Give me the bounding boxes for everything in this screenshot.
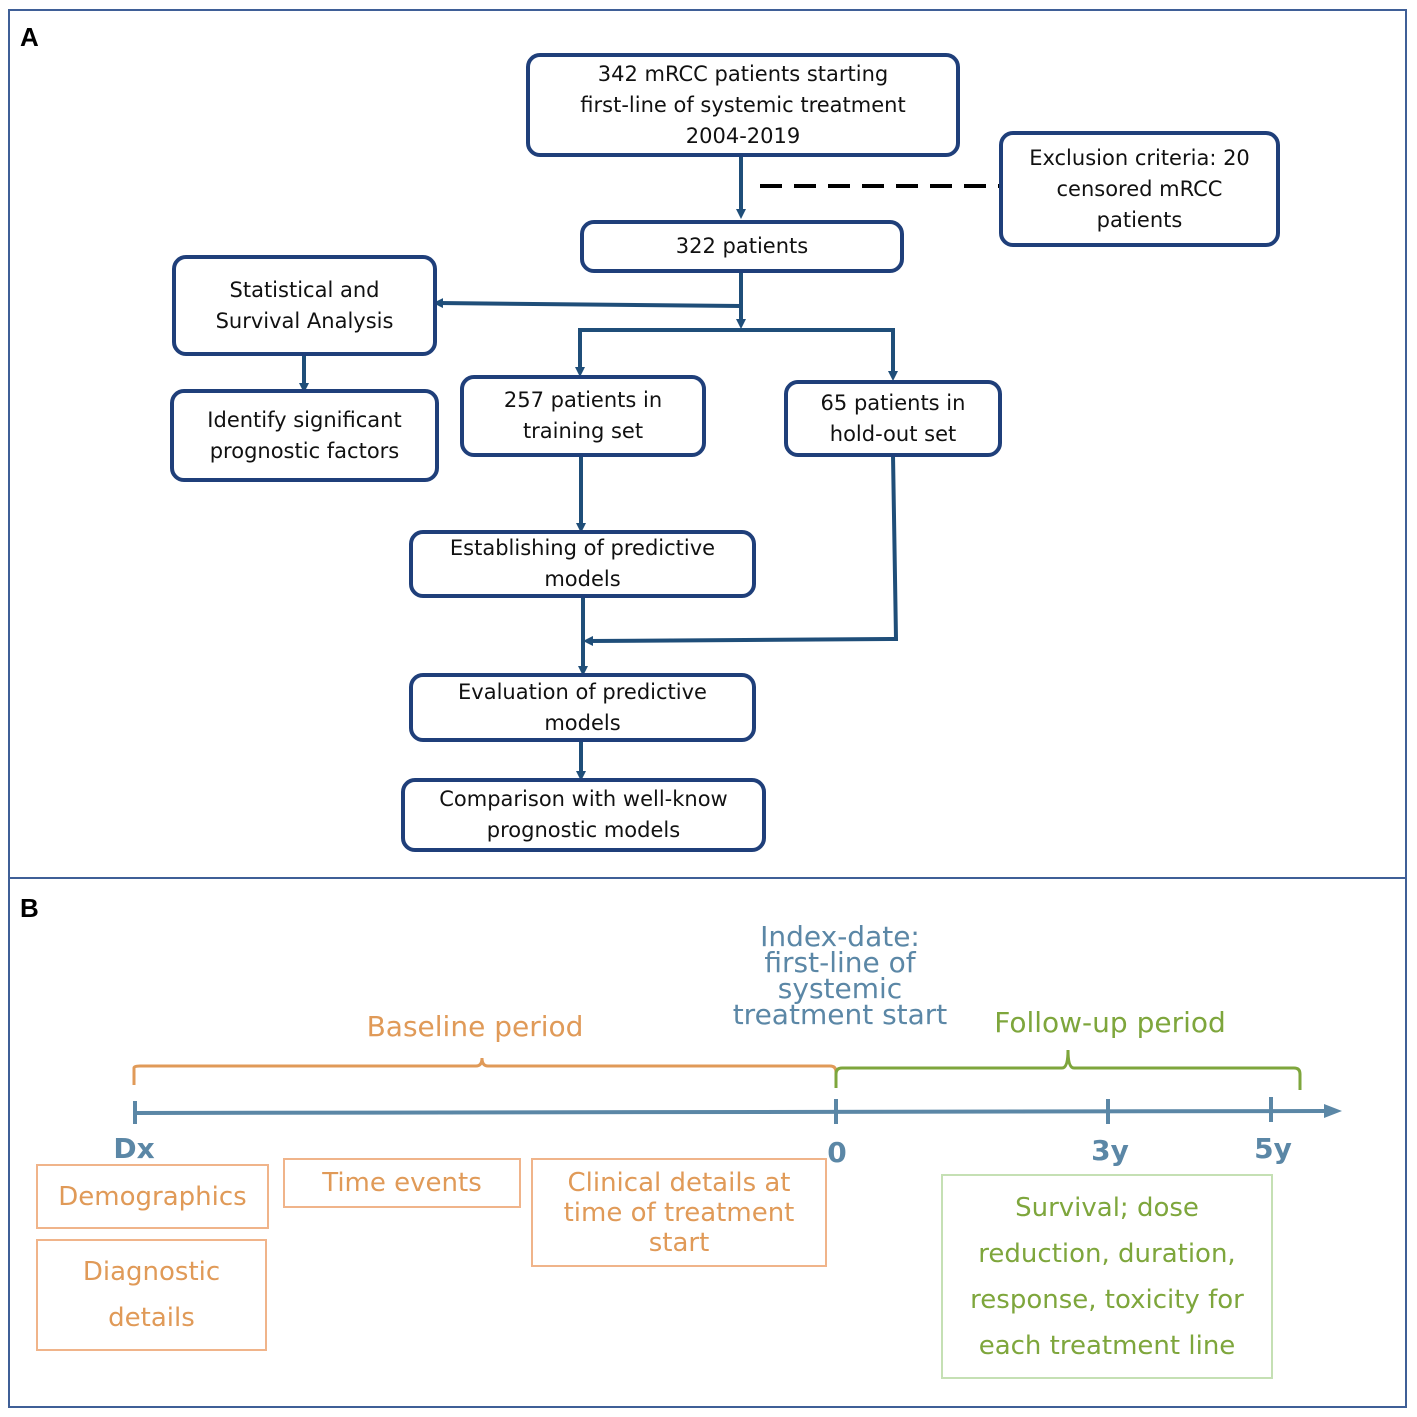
box-training-set: 257 patients in training set [460, 375, 706, 457]
tick-label-dx: Dx [113, 1132, 155, 1165]
arrow-to-stat [433, 298, 742, 309]
box-identify-factors: Identify significant prognostic factors [170, 389, 439, 482]
box-establish-models: Establishing of predictive models [409, 530, 756, 598]
box-statistical-analysis: Statistical and Survival Analysis [172, 255, 437, 356]
box-exclusion-criteria: Exclusion criteria: 20 censored mRCC pat… [999, 131, 1280, 247]
box-compare-models: Comparison with well-know prognostic mod… [401, 778, 766, 852]
panel-b [8, 877, 1407, 1408]
panel-b-label: B [20, 893, 39, 923]
box-diagnostic-details: Diagnostic details [36, 1239, 267, 1351]
index-date-label: Index-date: first-line of systemic treat… [732, 920, 948, 1031]
box-demographics: Demographics [36, 1164, 269, 1229]
baseline-period-label: Baseline period [366, 1010, 584, 1043]
tick-label-5y: 5y [1254, 1132, 1292, 1165]
arrow-holdout-to-evaluate [583, 454, 899, 646]
tick-label-zero: 0 [827, 1136, 847, 1169]
box-evaluate-models: Evaluation of predictive models [409, 673, 756, 742]
panel-a-label: A [20, 22, 39, 52]
box-322-patients: 322 patients [580, 220, 904, 273]
timeline-axis [133, 1104, 1342, 1119]
box-time-events: Time events [283, 1158, 521, 1208]
box-followup-outcomes: Survival; dose reduction, duration, resp… [941, 1174, 1273, 1379]
baseline-bracket [132, 1057, 838, 1085]
followup-period-label: Follow-up period [994, 1006, 1226, 1039]
box-holdout-set: 65 patients in hold-out set [784, 380, 1002, 457]
tick-label-3y: 3y [1091, 1134, 1129, 1167]
followup-bracket [834, 1049, 1302, 1090]
box-clinical-details: Clinical details at time of treatment st… [531, 1158, 827, 1267]
box-start-patients: 342 mRCC patients starting first-line of… [526, 53, 960, 157]
